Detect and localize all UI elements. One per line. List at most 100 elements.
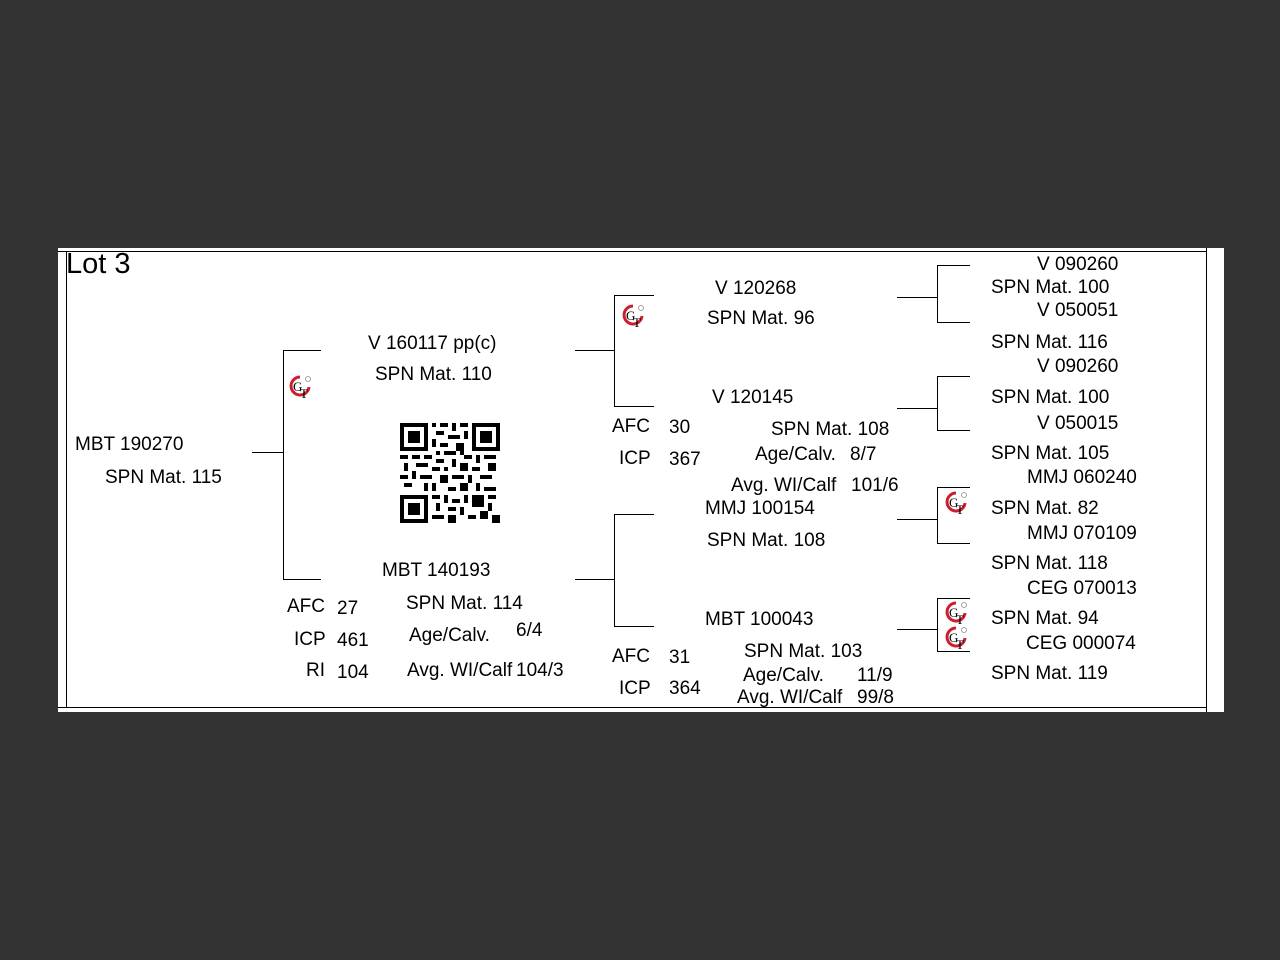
svg-text:T: T	[956, 612, 964, 626]
connector	[614, 626, 654, 627]
connector	[937, 322, 970, 323]
dam-dam-avg-wi-label: Avg. WI/Calf	[737, 687, 843, 708]
connector	[614, 514, 654, 515]
ss-sire-spn: SPN Mat. 100	[991, 277, 1110, 298]
connector	[897, 629, 937, 630]
ss-sire-id: V 090260	[1037, 254, 1119, 275]
dam-dam-icp-label: ICP	[619, 678, 651, 699]
pedigree-page: Lot 3 MBT 190270 SPN Mat. 115 G T V 1601…	[58, 248, 1224, 712]
dam-dam-age-calv-label: Age/Calv.	[743, 665, 824, 686]
connector	[614, 295, 615, 406]
connector	[937, 487, 970, 488]
dam-dam-afc-value: 31	[669, 647, 691, 668]
ds-sire-id: MMJ 060240	[1027, 467, 1137, 488]
dam-age-calv-value: 6/4	[516, 620, 543, 641]
svg-text:G: G	[949, 630, 958, 645]
connector	[897, 519, 937, 520]
gt-logo-icon: G T	[945, 601, 967, 626]
sd-sire-spn: SPN Mat. 100	[991, 387, 1110, 408]
dd-dam-id: CEG 000074	[1026, 633, 1136, 654]
connector	[283, 579, 321, 580]
dam-ri-value: 104	[337, 662, 369, 683]
connector	[897, 408, 937, 409]
connector	[252, 452, 283, 453]
dam-dam-spn: SPN Mat. 103	[744, 641, 863, 662]
dam-afc-label: AFC	[287, 596, 325, 617]
dam-dam-afc-label: AFC	[612, 646, 650, 667]
svg-text:T: T	[956, 502, 964, 516]
sd-dam-id: V 050015	[1037, 413, 1119, 434]
dam-avg-wi-label: Avg. WI/Calf	[407, 660, 513, 681]
dam-icp-value: 461	[337, 630, 369, 651]
gt-logo-icon: G T	[622, 304, 644, 329]
subject-spn: SPN Mat. 115	[105, 467, 222, 488]
sire-spn: SPN Mat. 110	[375, 364, 492, 385]
sire-dam-age-calv-label: Age/Calv.	[755, 444, 836, 465]
ds-sire-spn: SPN Mat. 82	[991, 498, 1099, 519]
connector	[575, 350, 614, 351]
ds-dam-id: MMJ 070109	[1027, 523, 1137, 544]
sire-dam-icp-label: ICP	[619, 448, 651, 469]
frame-left-rule	[66, 251, 67, 708]
sire-sire-id: V 120268	[715, 278, 797, 299]
dam-sire-spn: SPN Mat. 108	[707, 530, 826, 551]
dam-icp-label: ICP	[294, 629, 326, 650]
lot-title: Lot 3	[66, 248, 131, 280]
sd-dam-spn: SPN Mat. 105	[991, 443, 1110, 464]
sire-sire-spn: SPN Mat. 96	[707, 308, 815, 329]
connector	[937, 265, 938, 322]
frame-right-rule	[1206, 248, 1207, 712]
dam-spn: SPN Mat. 114	[406, 593, 523, 614]
connector	[937, 430, 970, 431]
ss-dam-spn: SPN Mat. 116	[991, 332, 1108, 353]
gt-logo-icon: G T	[945, 491, 967, 516]
svg-text:G: G	[626, 308, 635, 323]
sire-dam-age-calv-value: 8/7	[850, 444, 877, 465]
svg-text:G: G	[293, 379, 302, 394]
connector	[614, 406, 654, 407]
svg-text:T: T	[300, 386, 308, 400]
gt-logo-icon: G T	[945, 626, 967, 651]
sire-dam-id: V 120145	[712, 387, 794, 408]
connector	[937, 376, 970, 377]
sd-sire-id: V 090260	[1037, 356, 1119, 377]
sire-id: V 160117 pp(c)	[368, 333, 497, 354]
dd-sire-spn: SPN Mat. 94	[991, 608, 1099, 629]
frame-bottom-rule	[58, 707, 1206, 708]
svg-text:T: T	[633, 315, 641, 329]
ds-dam-spn: SPN Mat. 118	[991, 553, 1108, 574]
dam-ri-label: RI	[306, 660, 325, 681]
connector	[937, 598, 938, 651]
sire-dam-avg-wi-value: 101/6	[851, 475, 899, 496]
dd-sire-id: CEG 070013	[1027, 578, 1137, 599]
sire-dam-avg-wi-label: Avg. WI/Calf	[731, 475, 837, 496]
sire-dam-spn: SPN Mat. 108	[771, 419, 890, 440]
dam-sire-id: MMJ 100154	[705, 498, 815, 519]
connector	[283, 350, 321, 351]
connector	[897, 297, 937, 298]
dd-dam-spn: SPN Mat. 119	[991, 663, 1108, 684]
subject-id: MBT 190270	[75, 434, 184, 455]
connector	[937, 376, 938, 430]
svg-text:G: G	[949, 495, 958, 510]
frame-top-rule	[58, 251, 1206, 252]
gt-logo-icon: G T	[289, 375, 311, 400]
svg-text:T: T	[956, 637, 964, 651]
svg-text:G: G	[949, 605, 958, 620]
connector	[283, 350, 284, 579]
sire-dam-icp-value: 367	[669, 449, 701, 470]
connector	[937, 543, 970, 544]
dam-dam-age-calv-value: 11/9	[857, 665, 893, 686]
connector	[937, 651, 970, 652]
dam-afc-value: 27	[337, 598, 359, 619]
qr-code-icon	[400, 423, 500, 523]
dam-dam-avg-wi-value: 99/8	[857, 687, 894, 708]
dam-dam-icp-value: 364	[669, 678, 701, 699]
dam-avg-wi-value: 104/3	[516, 660, 564, 681]
connector	[614, 514, 615, 626]
sire-dam-afc-label: AFC	[612, 416, 650, 437]
connector	[614, 295, 654, 296]
dam-id: MBT 140193	[382, 560, 491, 581]
dam-age-calv-label: Age/Calv.	[409, 625, 490, 646]
dam-dam-id: MBT 100043	[705, 609, 814, 630]
